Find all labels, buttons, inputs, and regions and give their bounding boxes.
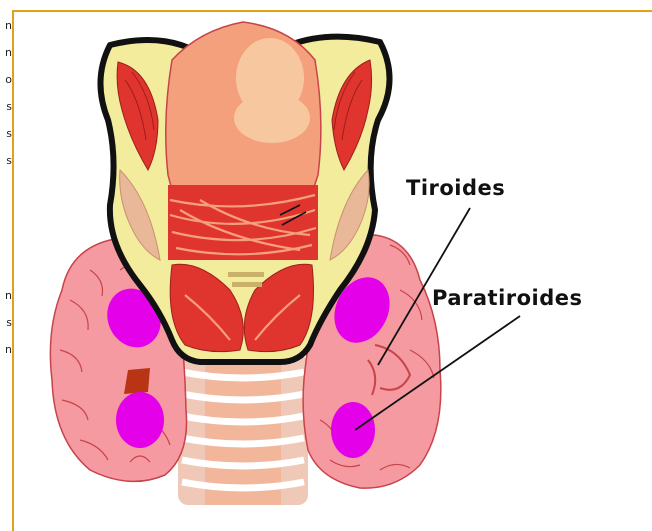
cropped-page-text-lower: n s n bbox=[0, 290, 12, 371]
edge-fragment: n bbox=[0, 344, 12, 371]
cropped-page-text: n n o s s s bbox=[0, 20, 12, 182]
edge-fragment: s bbox=[0, 155, 12, 182]
edge-fragment: n bbox=[0, 20, 12, 47]
edge-fragment: s bbox=[0, 317, 12, 344]
vessel-left bbox=[124, 368, 150, 394]
trachea bbox=[178, 355, 308, 505]
cartilage-highlight-lower bbox=[234, 93, 310, 143]
label-thyroid: Tiroides bbox=[406, 176, 505, 200]
edge-fragment: o bbox=[0, 74, 12, 101]
edge-fragment: s bbox=[0, 128, 12, 155]
edge-fragment: s bbox=[0, 101, 12, 128]
edge-fragment: n bbox=[0, 290, 12, 317]
label-parathyroid: Paratiroides bbox=[432, 286, 583, 310]
frame-left-border bbox=[12, 10, 14, 531]
parathyroid-right-lower bbox=[331, 402, 375, 458]
ligament-band bbox=[228, 272, 264, 277]
edge-fragment: n bbox=[0, 47, 12, 74]
parathyroid-left-lower bbox=[116, 392, 164, 448]
thyroid-anatomy-diagram bbox=[20, 12, 652, 531]
